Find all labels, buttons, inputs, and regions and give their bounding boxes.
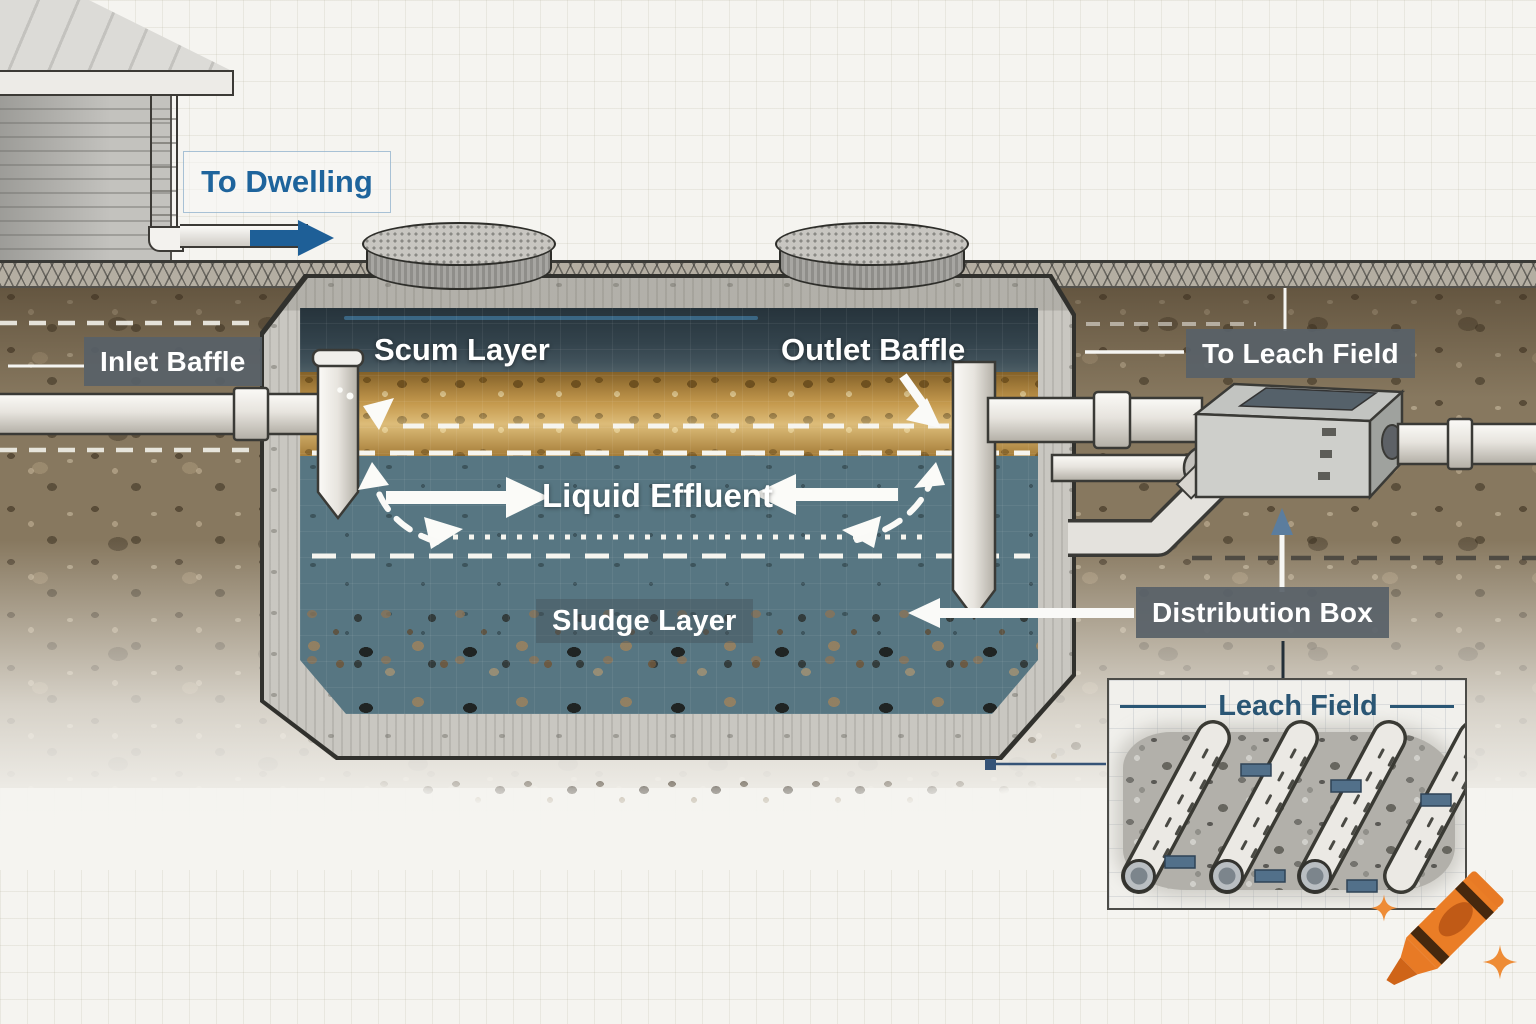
- tank-riser-right-lid: [775, 222, 969, 266]
- house-downspout-pipe: [150, 94, 178, 232]
- sludge-rocks: [300, 634, 1038, 714]
- pipe-perforations: [1145, 748, 1465, 872]
- pipe-elbow: [148, 226, 184, 252]
- leach-field-pipes: [1121, 720, 1465, 894]
- pipe-connectors: [1164, 763, 1452, 893]
- outlet-baffle-text: Outlet Baffle: [781, 332, 966, 367]
- sludge-layer-text: Sludge Layer: [552, 604, 737, 637]
- to-dwelling-label: To Dwelling: [183, 151, 391, 213]
- sludge-layer-label: Sludge Layer: [536, 599, 753, 643]
- leach-field-inset: Leach Field: [1107, 678, 1467, 910]
- inlet-baffle-text: Inlet Baffle: [100, 345, 246, 377]
- scum-layer-label: Scum Layer: [374, 332, 550, 368]
- to-leach-field-text: To Leach Field: [1202, 337, 1399, 369]
- title-dash-right: [1389, 705, 1454, 708]
- pipe-open-ends: [1122, 859, 1332, 893]
- house-wall: [0, 96, 172, 264]
- leach-field-title: Leach Field: [1218, 690, 1378, 723]
- inlet-baffle-label: Inlet Baffle: [84, 337, 262, 386]
- tank-riser-left-lid: [362, 222, 556, 266]
- liquid-effluent-text: Liquid Effluent: [542, 477, 773, 514]
- leach-field-text: Leach Field: [1218, 690, 1378, 722]
- liquid-effluent-label: Liquid Effluent: [542, 477, 773, 515]
- to-dwelling-text: To Dwelling: [201, 164, 373, 199]
- title-dash-left: [1120, 705, 1207, 708]
- house-roof-fascia: [0, 70, 234, 96]
- outlet-baffle-label: Outlet Baffle: [781, 332, 965, 368]
- to-leach-field-label: To Leach Field: [1186, 329, 1415, 378]
- leach-field-title-row: Leach Field: [1109, 690, 1465, 723]
- scum-layer-text: Scum Layer: [374, 332, 550, 367]
- house-sewer-pipe: [180, 224, 308, 248]
- distribution-box-text: Distribution Box: [1152, 596, 1373, 628]
- distribution-box-label: Distribution Box: [1136, 587, 1389, 638]
- house-roof: [0, 0, 234, 72]
- tank-headspace-highlight: [344, 316, 758, 320]
- perforated-pipe: [1121, 720, 1465, 894]
